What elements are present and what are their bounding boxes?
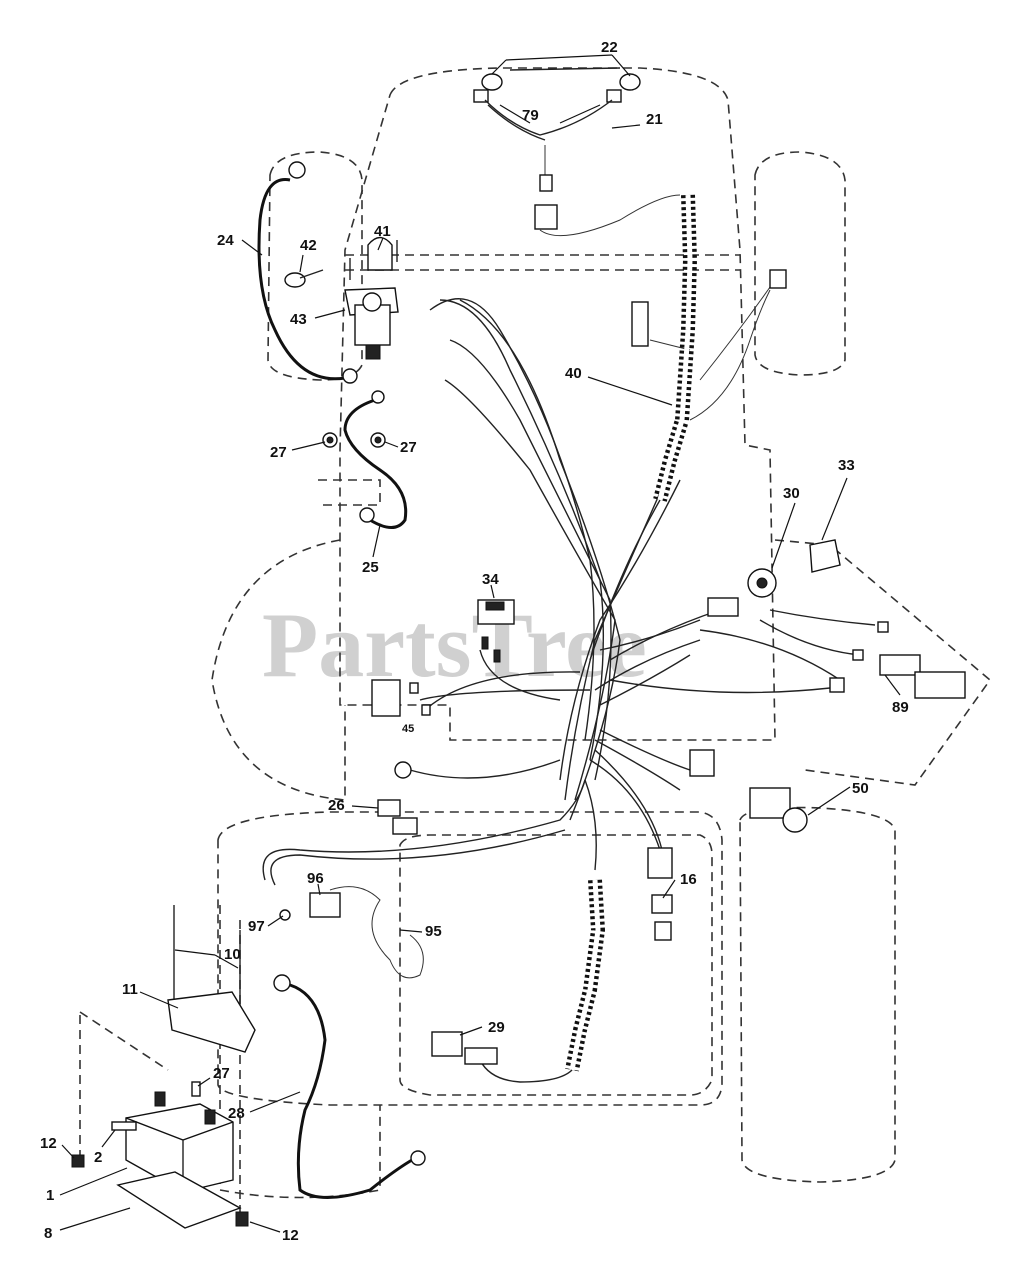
callout-43: 43 — [290, 311, 307, 328]
callout-41: 41 — [374, 223, 391, 240]
harness-conduit-40 — [653, 194, 698, 502]
cable-28 — [289, 983, 413, 1199]
leader-lines — [59, 54, 901, 1233]
callout-33: 33 — [838, 457, 855, 474]
callout-30: 30 — [783, 485, 800, 502]
cable-25 — [343, 398, 408, 529]
callout-27-battery: 27 — [213, 1065, 230, 1082]
callout-97: 97 — [248, 918, 265, 935]
callout-1: 1 — [46, 1187, 54, 1204]
watermark: PartsTree — [262, 594, 647, 696]
callout-34: 34 — [482, 571, 499, 588]
callout-29: 29 — [488, 1019, 505, 1036]
callout-95: 95 — [425, 923, 442, 940]
callout-40: 40 — [565, 365, 582, 382]
callout-26: 26 — [328, 797, 345, 814]
harness-conduit-rear — [479, 879, 606, 1083]
callout-27-left: 27 — [270, 444, 287, 461]
component-parts — [71, 161, 966, 1229]
callout-10: 10 — [224, 946, 241, 963]
callout-2: 2 — [94, 1149, 102, 1166]
callout-27-right: 27 — [400, 439, 417, 456]
callout-89: 89 — [892, 699, 909, 716]
callout-12-right: 12 — [282, 1227, 299, 1244]
callout-22: 22 — [601, 39, 618, 56]
callout-96: 96 — [307, 870, 324, 887]
callout-21: 21 — [646, 111, 663, 128]
front-right-wheel-outline — [754, 151, 846, 376]
cable-24 — [257, 178, 346, 381]
headlight-assembly — [473, 67, 641, 230]
front-left-wheel-outline — [267, 151, 363, 381]
deck-left-outline — [211, 539, 346, 801]
callout-79: 79 — [522, 107, 539, 124]
callout-28: 28 — [228, 1105, 245, 1122]
deck-right-outline — [774, 539, 992, 786]
rear-right-wheel-outline — [739, 806, 896, 1183]
callout-8: 8 — [44, 1225, 52, 1242]
tractor-outline — [79, 67, 992, 1220]
seat-area-outline — [217, 811, 723, 1106]
callout-50: 50 — [852, 780, 869, 797]
callout-45: 45 — [402, 723, 414, 735]
callout-25: 25 — [362, 559, 379, 576]
callout-42: 42 — [300, 237, 317, 254]
callout-16: 16 — [680, 871, 697, 888]
main-wire-harness — [262, 145, 876, 886]
callout-24: 24 — [217, 232, 234, 249]
callout-11: 11 — [122, 981, 138, 998]
callout-labels: 22 79 21 24 41 42 43 40 27 27 33 30 25 3… — [40, 39, 909, 1244]
callout-12-left: 12 — [40, 1135, 57, 1152]
